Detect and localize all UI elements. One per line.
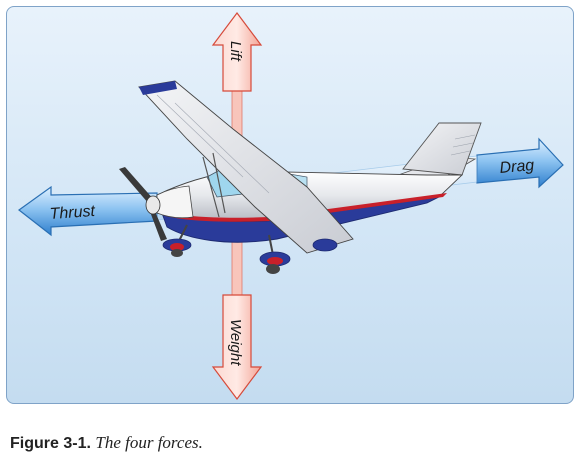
figure-caption-text: The four forces. (95, 433, 203, 452)
four-forces-diagram: Thrust Drag (17, 12, 564, 400)
thrust-label: Thrust (49, 203, 96, 223)
weight-arrow (211, 294, 263, 400)
lift-arrow (211, 12, 263, 92)
figure-number: Figure 3-1. (10, 435, 91, 452)
diagram-panel: Thrust Drag (6, 6, 574, 404)
weight-label: Weight (227, 319, 244, 366)
drag-label: Drag (499, 157, 535, 177)
airplane-illustration (119, 80, 482, 274)
lift-label: Lift (227, 41, 244, 62)
figure-caption: Figure 3-1. The four forces. (10, 433, 203, 453)
